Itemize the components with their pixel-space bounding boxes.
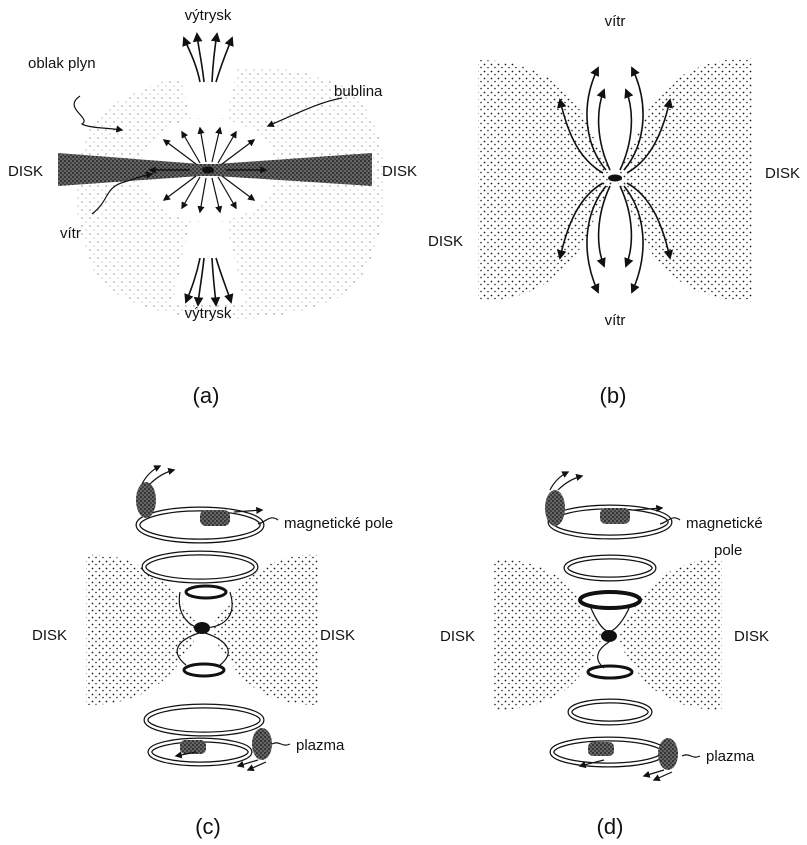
plasma-pointer [272, 743, 290, 745]
disk-left-lobe [86, 555, 198, 705]
disk-right-lobe [618, 560, 722, 710]
label-bubble: bublina [334, 83, 383, 100]
label-disk-right: DISK [765, 165, 800, 182]
caption-c: (c) [195, 814, 221, 839]
central-object [608, 175, 622, 182]
label-magnetic-field: magnetické pole [284, 515, 393, 532]
label-disk-left: DISK [32, 627, 67, 644]
panel-c: magnetické pole DISK DISK plazma (c) [32, 466, 393, 839]
label-wind-bottom: vítr [605, 312, 626, 329]
label-disk-left: DISK [428, 233, 463, 250]
label-plasma: plazma [706, 748, 755, 765]
caption-b: (b) [600, 383, 627, 408]
label-jet-bottom: výtrysk [185, 305, 232, 322]
label-disk-right: DISK [382, 163, 417, 180]
label-gas-cloud: oblak plyn [28, 55, 96, 72]
label-magnetic-field-line2: pole [714, 542, 742, 559]
label-jet-top: výtrysk [185, 7, 232, 24]
panel-a: výtrysk oblak plyn bublina DISK DISK vít… [8, 7, 417, 408]
label-disk-right: DISK [320, 627, 355, 644]
panel-b: vítr DISK DISK vítr (b) [428, 13, 800, 408]
disk-right-lobe [616, 58, 752, 302]
disk-left-lobe [493, 560, 602, 710]
label-wind-top: vítr [605, 13, 626, 30]
disk-left-lobe [478, 60, 614, 302]
label-disk-left: DISK [8, 163, 43, 180]
label-disk-left: DISK [440, 628, 475, 645]
central-object [202, 167, 214, 174]
caption-a: (a) [193, 383, 220, 408]
panel-d: magnetické pole DISK DISK plazma (d) [440, 472, 769, 839]
label-magnetic-field-line1: magnetické [686, 515, 763, 532]
label-disk-right: DISK [734, 628, 769, 645]
label-wind: vítr [60, 225, 81, 242]
plasma-pointer [682, 755, 700, 757]
caption-d: (d) [597, 814, 624, 839]
label-plasma: plazma [296, 737, 345, 754]
